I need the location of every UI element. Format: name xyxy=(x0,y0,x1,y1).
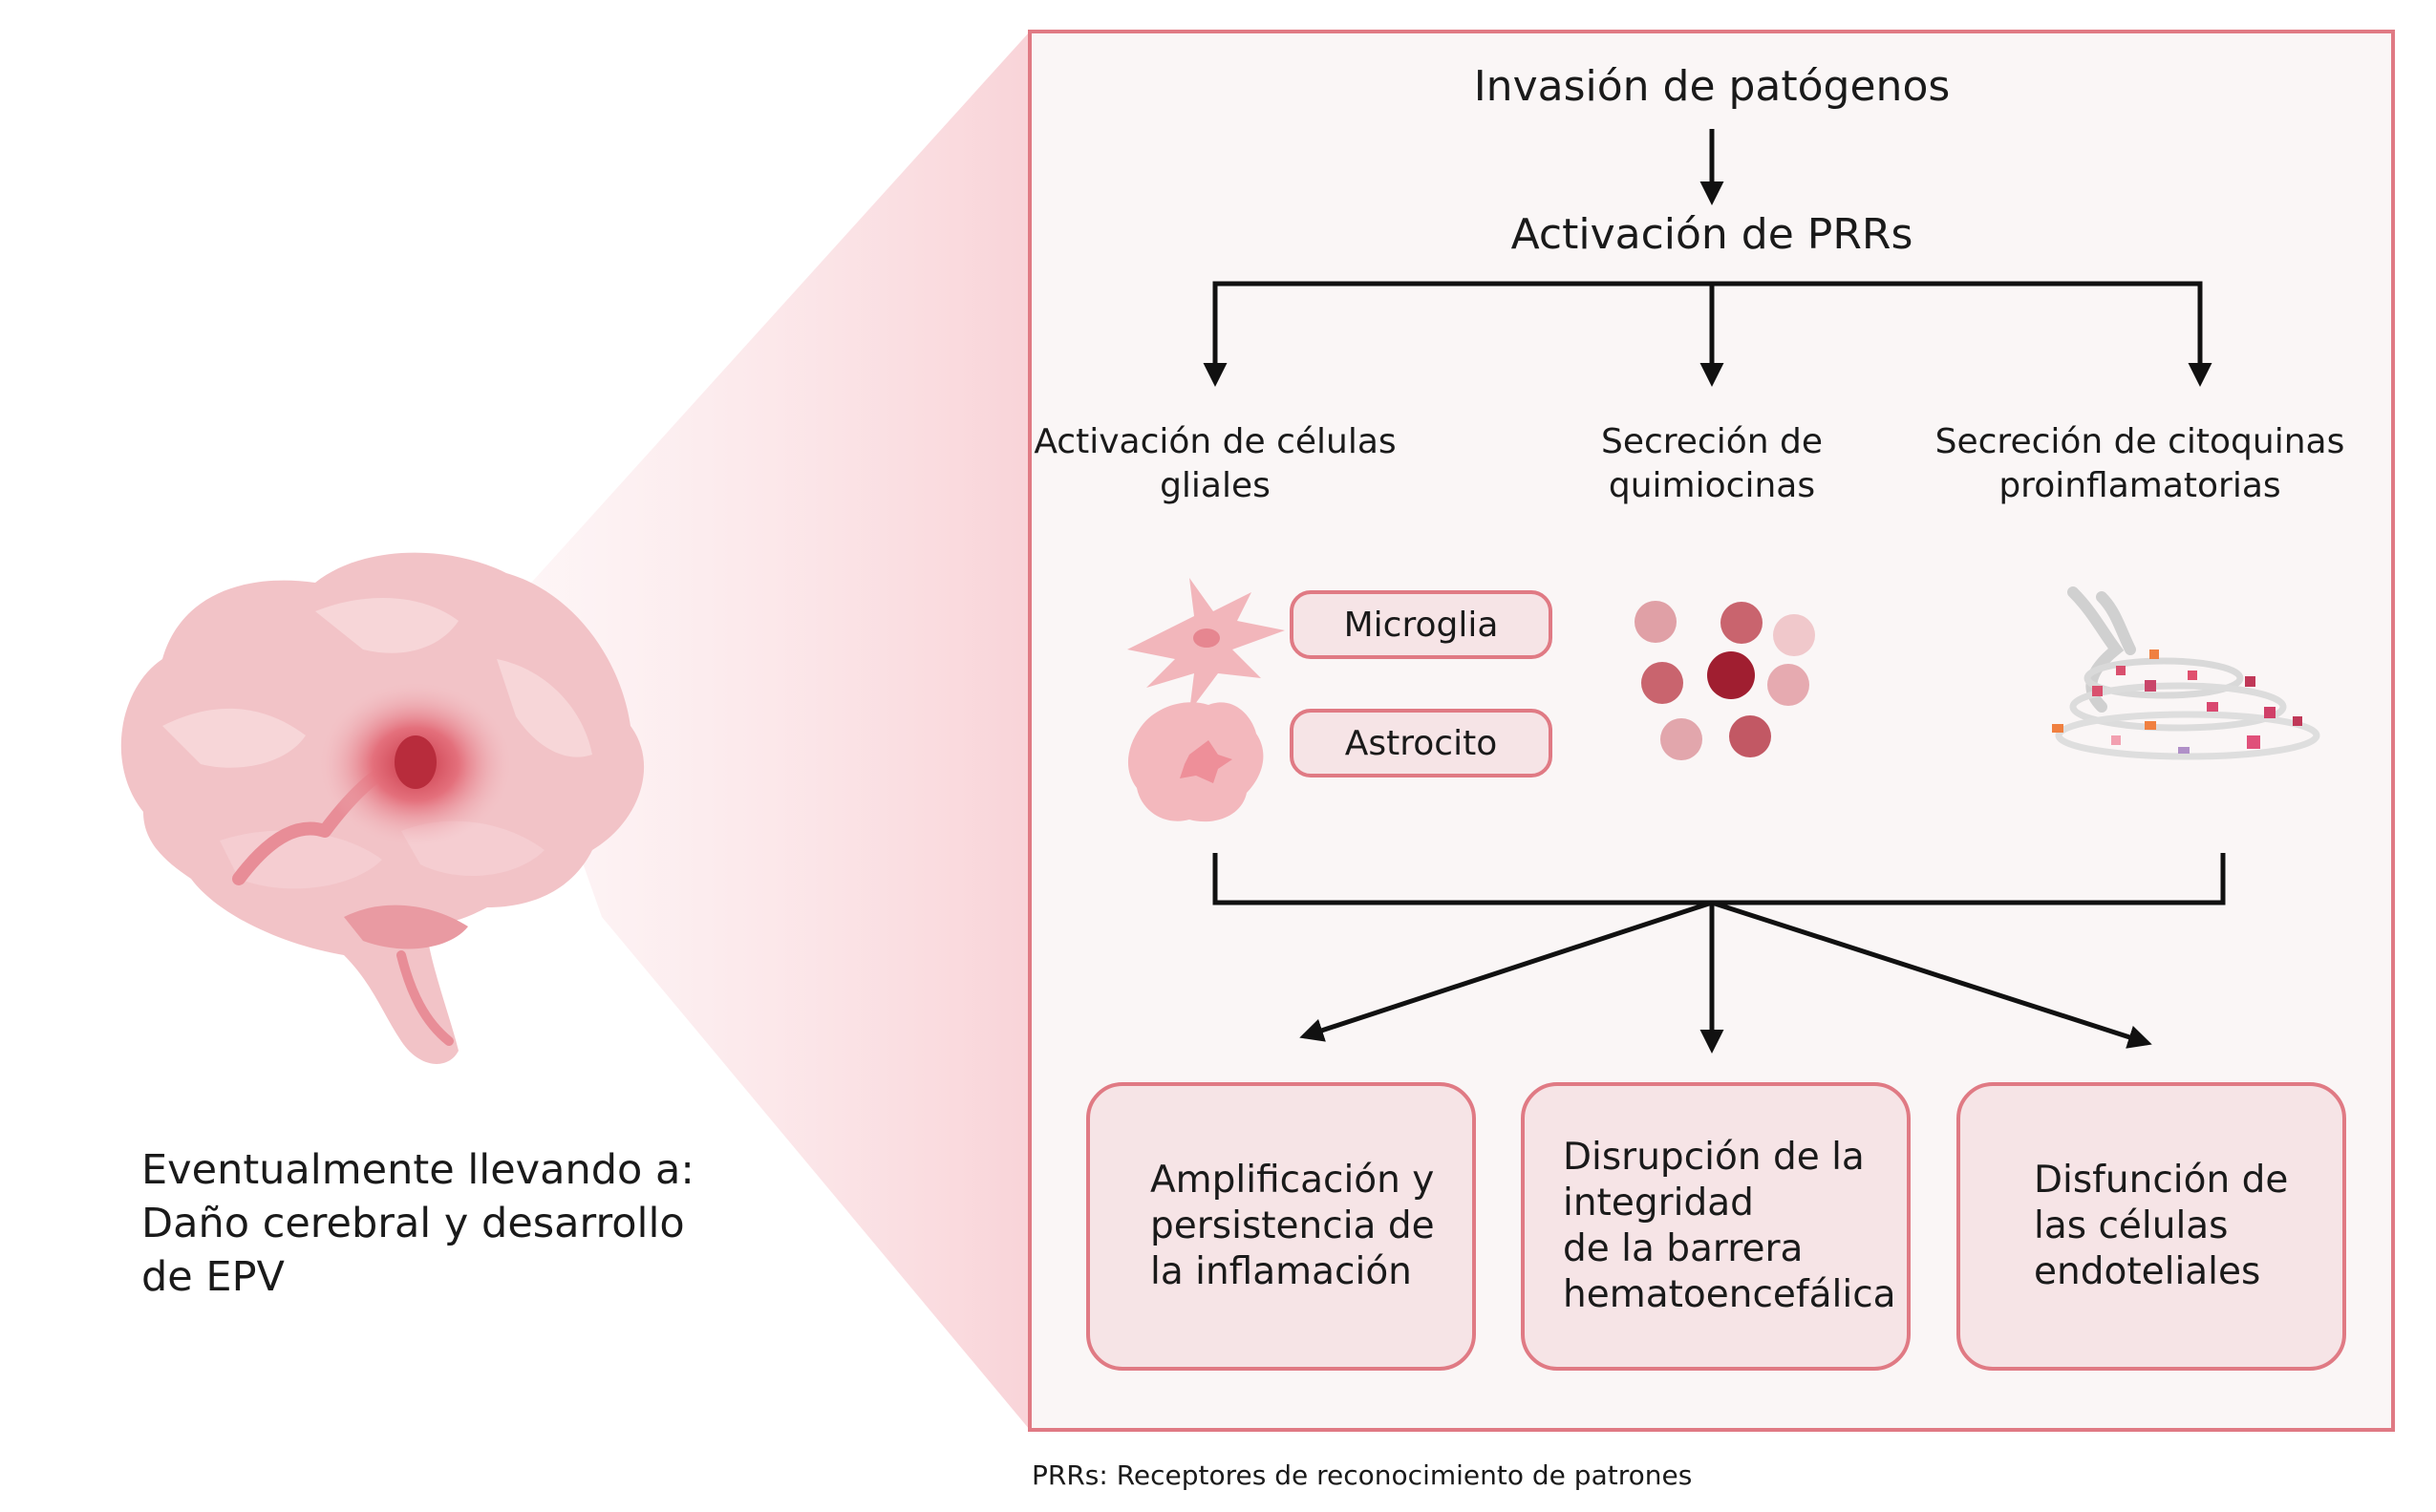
node-chemokine-secretion: Secreción de quimiocinas xyxy=(1600,422,1824,505)
outcome-endothelial-dysfunction-text: Disfunción de las células endoteliales xyxy=(2034,1159,2289,1293)
outcome-bbb-disruption: Disrupción de la integridad de la barrer… xyxy=(1521,1082,1911,1371)
consequence-caption: Eventualmente llevando a: Daño cerebral … xyxy=(141,1146,694,1301)
node-prr-activation: Activación de PRRs xyxy=(1510,210,1913,259)
outcome-endothelial-dysfunction: Disfunción de las células endoteliales xyxy=(1956,1082,2346,1371)
footnote: PRRs: Receptores de reconocimiento de pa… xyxy=(1032,1459,1693,1491)
outcome-amplification: Amplificación y persistencia de la infla… xyxy=(1086,1082,1476,1371)
node-pathogen-invasion: Invasión de patógenos xyxy=(1473,62,1951,111)
microglia-label: Microglia xyxy=(1290,590,1552,659)
outcome-amplification-text: Amplificación y persistencia de la infla… xyxy=(1150,1159,1435,1293)
astrocyte-label: Astrocito xyxy=(1290,709,1552,777)
branch-connector xyxy=(1212,281,2203,330)
outcome-bbb-disruption-text: Disrupción de la integridad de la barrer… xyxy=(1563,1136,1896,1316)
arrow-to-amplification xyxy=(1299,900,1713,1042)
arrow-to-endothelial xyxy=(1711,900,2152,1049)
node-cytokine-secretion: Secreción de citoquinas proinflamatorias xyxy=(1934,422,2345,505)
cytokine-cell xyxy=(2052,586,2320,760)
astrocyte-cell xyxy=(1127,702,1264,822)
microglia-cell xyxy=(1127,578,1285,712)
zoom-beam xyxy=(497,32,1030,1430)
node-glial-activation: Activación de células gliales xyxy=(1034,422,1397,505)
chemokine-dots xyxy=(1635,601,1815,760)
brain-illustration xyxy=(120,552,645,1064)
